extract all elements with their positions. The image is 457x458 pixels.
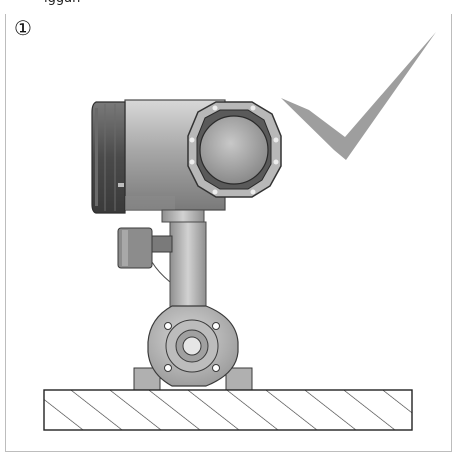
flow-transmitter-icon: [91, 99, 282, 391]
check-mark-icon: [281, 32, 436, 160]
figure-frame: [5, 14, 452, 452]
cut-off-header-text: iggan: [44, 0, 80, 6]
mounting-surface: [43, 389, 413, 431]
transmitter-neck: [117, 209, 207, 313]
display-window: [187, 101, 282, 198]
step-number-label: ①: [14, 16, 32, 40]
process-flange: [133, 305, 253, 391]
